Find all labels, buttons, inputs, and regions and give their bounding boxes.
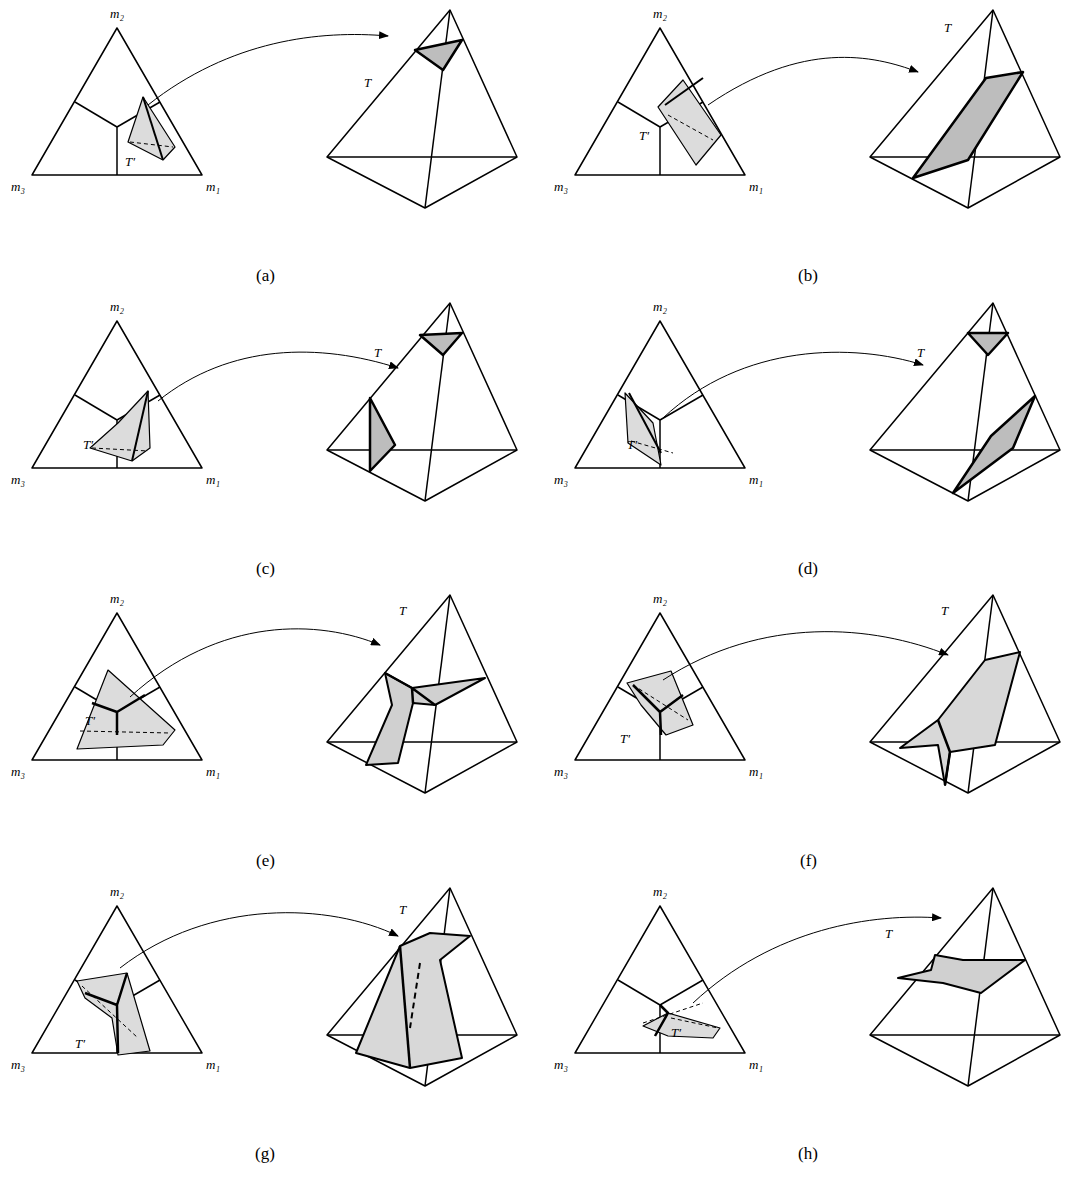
vertex-label: m₂ [653,592,667,605]
subtree-label: T′ [85,714,95,727]
tetrahedron-label: T [917,346,924,359]
vertex-label: m₂ [653,885,667,898]
vertex-label: m₃ [11,1058,25,1071]
panel-caption: (a) [256,267,275,284]
tetrahedron-label: T [885,927,892,940]
vertex-label: m₂ [110,300,124,313]
tetrahedron-label: T [364,76,371,89]
panel-caption: (g) [255,1145,275,1162]
subtree-label: T′ [639,129,649,142]
vertex-label: m₁ [749,473,763,486]
vertex-label: m₂ [653,300,667,313]
subtree-label: T′ [671,1026,681,1039]
panel-caption: (c) [256,560,275,577]
subtree-label: T′ [83,438,93,451]
vertex-label: m₁ [749,180,763,193]
vertex-label: m₂ [110,885,124,898]
tetrahedron-label: T [374,346,381,359]
vertex-label: m₂ [110,7,124,20]
subtree-label: T′ [75,1037,85,1050]
panel-caption: (e) [256,852,275,869]
vertex-label: m₁ [206,473,220,486]
vertex-label: m₂ [110,592,124,605]
tetrahedron-label: T [399,604,406,617]
vertex-label: m₁ [206,765,220,778]
panel-caption: (d) [798,560,818,577]
vertex-label: m₃ [554,1058,568,1071]
vertex-label: m₃ [11,180,25,193]
vertex-label: m₃ [554,180,568,193]
vertex-label: m₃ [554,765,568,778]
panel-caption: (b) [798,267,818,284]
tetrahedron-label: T [399,903,406,916]
panel-caption: (f) [800,852,817,869]
subtree-label: T′ [125,155,135,168]
vertex-label: m₁ [749,1058,763,1071]
subtree-label: T′ [620,732,630,745]
subtree-label: T′ [627,438,637,451]
vertex-label: m₃ [554,473,568,486]
tetrahedron-label: T [944,21,951,34]
vertex-label: m₁ [206,180,220,193]
tetrahedron-label: T [941,604,948,617]
vertex-label: m₁ [206,1058,220,1071]
vertex-label: m₃ [11,765,25,778]
panel-caption: (h) [798,1145,818,1162]
vertex-label: m₃ [11,473,25,486]
vertex-label: m₂ [653,7,667,20]
vertex-label: m₁ [749,765,763,778]
